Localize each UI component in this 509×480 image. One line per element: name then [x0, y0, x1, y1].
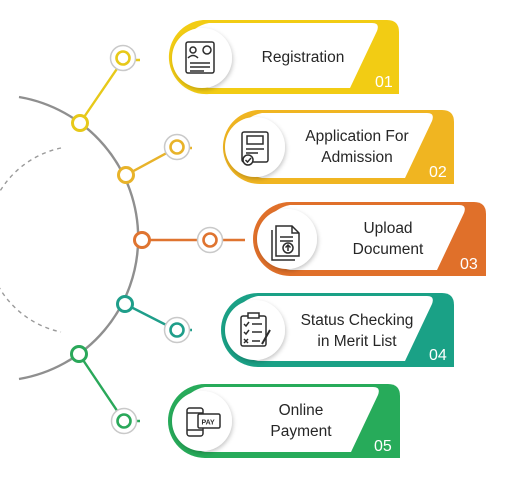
step-number-03: 03 — [460, 256, 478, 273]
connector-node — [116, 413, 132, 429]
step-status — [116, 293, 454, 367]
svg-text:PAY: PAY — [202, 420, 216, 427]
outer-arc — [18, 95, 140, 381]
step-banner-face — [262, 205, 465, 270]
step-number-02: 02 — [429, 164, 447, 181]
icon-badge — [225, 300, 285, 360]
step-banner-face — [230, 296, 433, 361]
certificate-document-icon — [241, 131, 269, 166]
step-application — [117, 110, 454, 185]
step-number-04: 04 — [429, 347, 447, 364]
step-label-application: Application For Admission — [305, 128, 409, 166]
step-banner-face — [234, 113, 433, 178]
connector-node — [169, 139, 185, 155]
connector-node — [70, 345, 88, 363]
step-label-status: Status Checking in Merit List — [300, 312, 414, 350]
connector-node — [202, 232, 218, 248]
connector-node — [133, 231, 151, 249]
step-registration — [71, 20, 399, 132]
step-payment: PAY — [70, 345, 400, 458]
checklist-icon — [240, 312, 271, 347]
step-upload — [133, 202, 486, 276]
payment-card-icon: PAY — [186, 407, 221, 437]
connector-node — [115, 50, 131, 66]
connector-line — [79, 58, 140, 124]
step-number-01: 01 — [375, 74, 393, 91]
step-banner-face — [181, 23, 378, 88]
step-number-05: 05 — [374, 438, 392, 455]
connector-node — [169, 322, 185, 338]
connector-node — [117, 166, 135, 184]
upload-document-icon — [271, 225, 300, 261]
step-label-registration: Registration — [261, 49, 345, 66]
registration-form-icon — [185, 41, 215, 74]
inner-dashed-arc — [0, 147, 62, 333]
connector-node — [116, 295, 134, 313]
step-label-payment: Online Payment — [270, 402, 332, 440]
icon-badge — [172, 28, 232, 88]
connector-node — [71, 114, 89, 132]
step-label-upload: Upload Document — [352, 220, 424, 258]
icon-badge — [225, 117, 285, 177]
